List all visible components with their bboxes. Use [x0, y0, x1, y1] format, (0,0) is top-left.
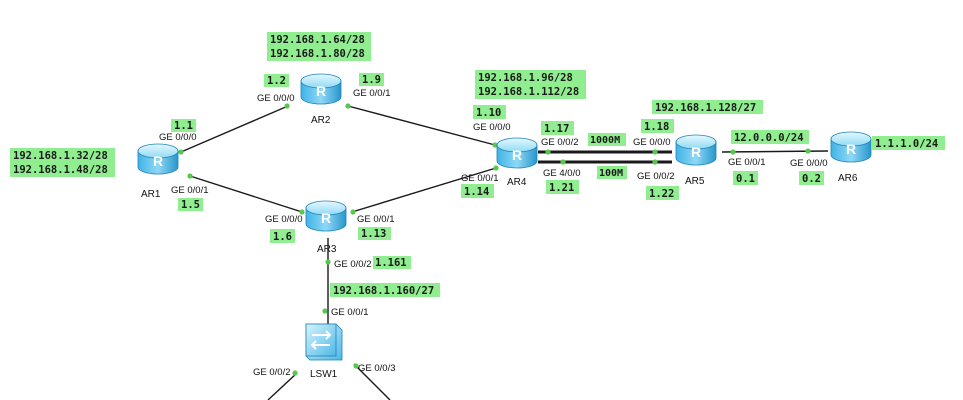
- port-dot: [493, 165, 499, 171]
- port-dot: [652, 159, 658, 165]
- router-ar4[interactable]: R: [496, 137, 538, 169]
- ip-label: 192.168.1.80/28: [270, 48, 365, 60]
- link-ar2-ar4: [347, 105, 496, 146]
- device-name-ar4: AR4: [507, 177, 527, 188]
- link-lsw1-down-right: [353, 363, 391, 400]
- router-glyph: R: [316, 83, 326, 99]
- router-ar1[interactable]: R: [137, 143, 179, 175]
- links: [180, 105, 829, 400]
- port-dot: [492, 142, 498, 148]
- ip-label: 1.9: [362, 74, 381, 86]
- router-glyph: R: [512, 147, 522, 163]
- links-ar4-ar5: [538, 150, 672, 164]
- port-label: GE 4/0/0: [543, 168, 581, 179]
- port-dot: [345, 103, 351, 109]
- ip-label: 192.168.1.48/28: [13, 164, 108, 176]
- port-label: GE 0/0/0: [473, 122, 511, 133]
- port-label: GE 0/0/2: [541, 137, 579, 148]
- link-lsw1-down-left: [267, 372, 298, 400]
- ip-label: 0.1: [736, 173, 755, 185]
- port-label: GE 0/0/2: [253, 367, 291, 378]
- bandwidth-label-100m: 100M: [599, 168, 623, 179]
- link-ar1-ar2: [180, 105, 289, 153]
- port-dot: [322, 308, 328, 314]
- ip-label: 192.168.1.160/27: [333, 285, 434, 297]
- device-name-ar2: AR2: [311, 115, 331, 126]
- port-dot: [730, 149, 736, 155]
- ip-label: 192.168.1.112/28: [478, 86, 579, 98]
- port-dots: [178, 103, 811, 376]
- port-label: GE 0/0/1: [171, 185, 209, 196]
- router-glyph: R: [321, 210, 331, 226]
- ip-label: 1.18: [644, 121, 669, 133]
- device-name-ar3: AR3: [317, 244, 337, 255]
- device-name-ar1: AR1: [141, 189, 161, 200]
- router-ar6[interactable]: R: [830, 131, 872, 163]
- port-label: GE 0/0/0: [159, 132, 197, 143]
- bandwidth-labels: 1000M 100M: [588, 133, 627, 179]
- router-glyph: R: [691, 144, 701, 160]
- ip-label: 1.161: [375, 257, 407, 269]
- port-label: GE 0/0/3: [358, 363, 396, 374]
- link-ar3-ar4: [351, 167, 497, 213]
- port-dot: [325, 259, 331, 265]
- router-ar2[interactable]: R: [300, 73, 342, 105]
- device-name-ar5: AR5: [685, 176, 705, 187]
- ip-label: 192.168.1.96/28: [478, 72, 573, 84]
- ip-label: 1.21: [549, 182, 574, 194]
- port-dot: [292, 370, 298, 376]
- port-label: GE 0/0/1: [353, 88, 391, 99]
- ip-label: 1.14: [464, 186, 489, 198]
- bandwidth-label-1000m: 1000M: [590, 135, 620, 146]
- ip-label: 1.5: [181, 199, 200, 211]
- port-names: GE 0/0/0 GE 0/0/1 GE 0/0/0 GE 0/0/1 GE 0…: [159, 88, 828, 378]
- port-dot: [560, 159, 566, 165]
- port-dot: [284, 103, 290, 109]
- port-dot: [353, 363, 359, 369]
- ip-label: 1.2: [267, 75, 286, 87]
- port-label: GE 0/0/0: [633, 137, 671, 148]
- port-label: GE 0/0/1: [728, 157, 766, 168]
- device-names: AR1 AR2 AR3 AR4 AR5 AR6 LSW1: [141, 115, 858, 380]
- router-ar3[interactable]: R: [305, 200, 347, 232]
- port-label: GE 0/0/1: [461, 173, 499, 184]
- port-label: GE 0/0/0: [265, 214, 303, 225]
- port-label: GE 0/0/1: [331, 307, 369, 318]
- port-dot: [178, 149, 184, 155]
- ip-label: 1.6: [273, 231, 292, 243]
- port-dot: [350, 209, 356, 215]
- link-ar5-ar6: [721, 150, 829, 153]
- switch-arrows-icon: [310, 330, 332, 350]
- link-ar1-ar3: [189, 175, 303, 213]
- router-glyph: R: [153, 153, 163, 169]
- ip-label: 1.1: [174, 120, 193, 132]
- port-label: GE 0/0/1: [357, 214, 395, 225]
- port-label: GE 0/0/0: [257, 93, 295, 104]
- switch-lsw1[interactable]: [305, 323, 343, 361]
- ip-label: 1.22: [649, 188, 674, 200]
- port-dot: [187, 173, 193, 179]
- port-dot: [805, 148, 811, 154]
- router-ar5[interactable]: R: [675, 134, 717, 166]
- ip-label: 1.10: [476, 107, 501, 119]
- port-label: GE 0/0/2: [637, 171, 675, 182]
- ip-label: 1.17: [544, 123, 569, 135]
- ip-label: 1.1.1.0/24: [875, 138, 938, 150]
- port-label: GE 0/0/0: [790, 158, 828, 169]
- port-dot: [299, 209, 305, 215]
- port-dot: [652, 149, 658, 155]
- ip-label: 1.13: [361, 228, 386, 240]
- port-dot: [545, 149, 551, 155]
- ip-label: 0.2: [802, 173, 821, 185]
- ip-label: 192.168.1.128/27: [655, 102, 756, 114]
- port-label: GE 0/0/2: [334, 259, 372, 270]
- device-name-ar6: AR6: [838, 173, 858, 184]
- ip-label: 192.168.1.32/28: [13, 150, 108, 162]
- ip-label: 192.168.1.64/28: [270, 34, 365, 46]
- device-name-lsw1: LSW1: [310, 369, 338, 380]
- address-labels: 192.168.1.32/28 192.168.1.48/28 1.1 1.5 …: [10, 32, 945, 297]
- router-glyph: R: [846, 141, 856, 157]
- ip-label: 12.0.0.0/24: [734, 132, 804, 144]
